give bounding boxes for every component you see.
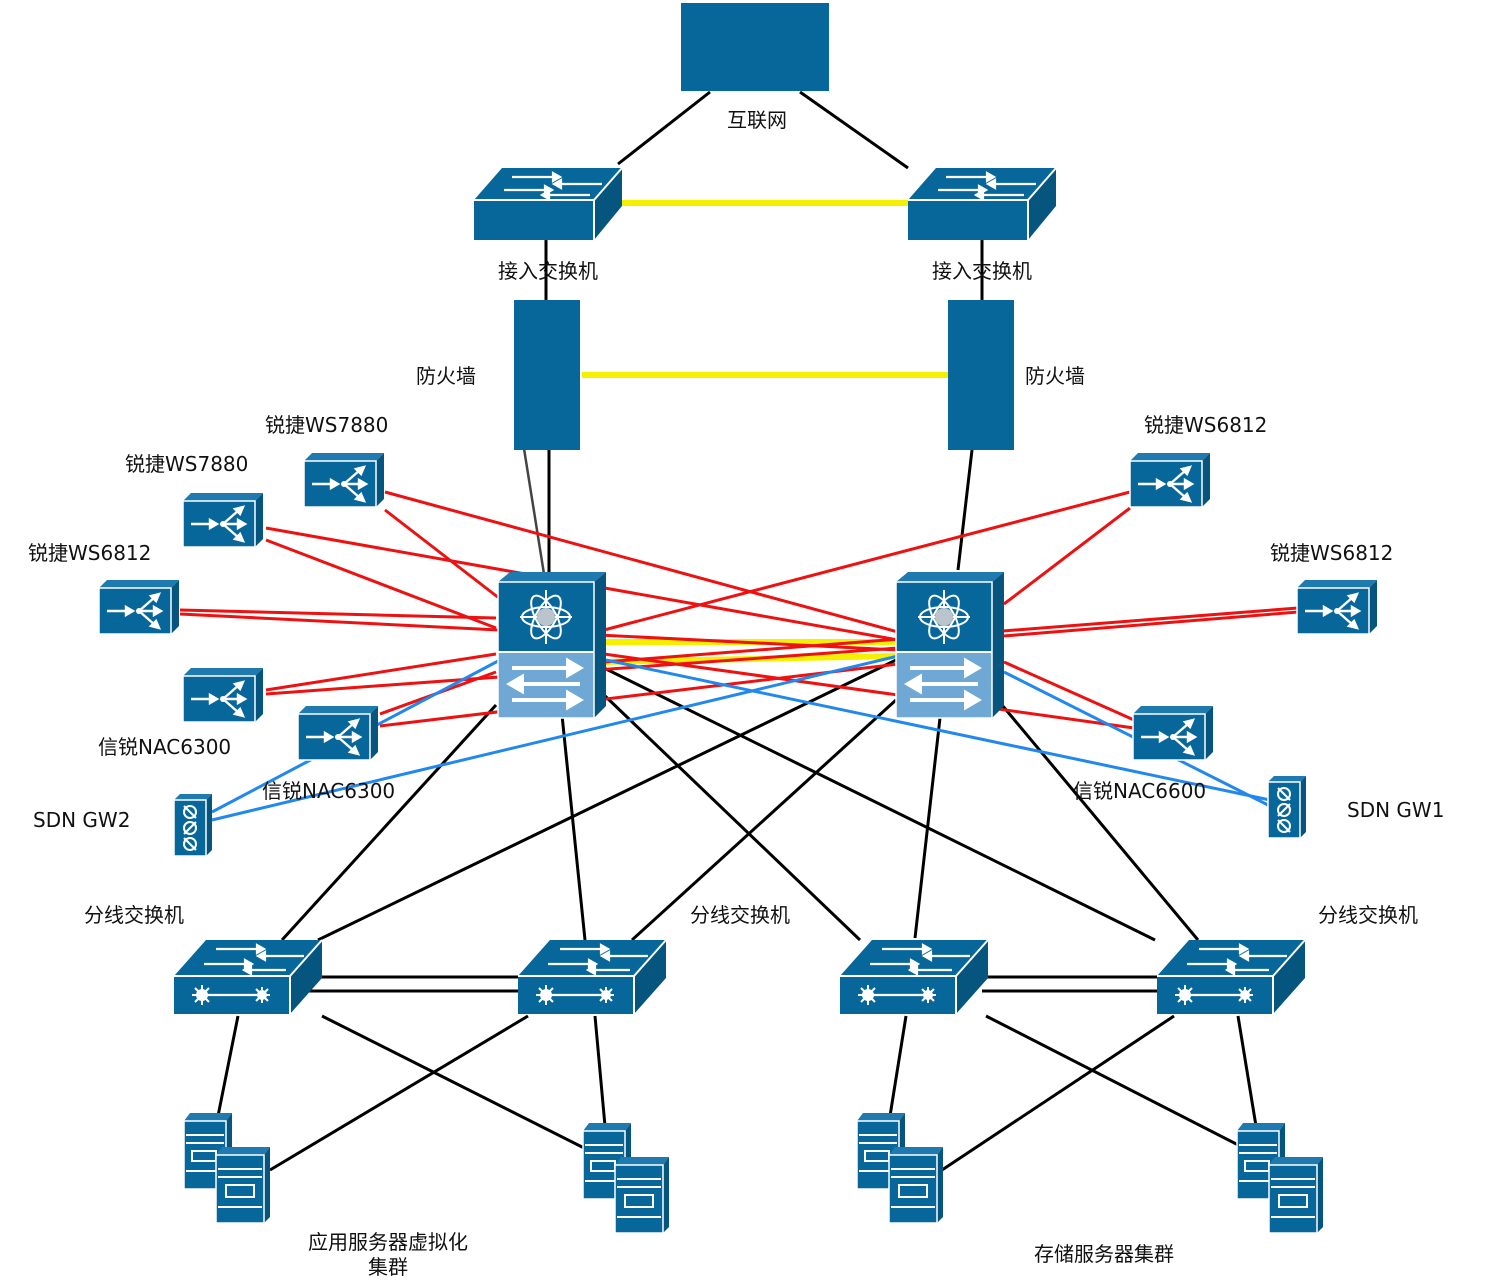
ruijie-ws7880-b-icon [181,491,265,549]
nac6300-a-icon [181,666,265,724]
dist-switch-3-label: 分线交换机 [1318,903,1418,927]
server-pair-1-icon [183,1112,271,1224]
ruijie-ws6812-left-label: 锐捷WS6812 [28,541,152,565]
nac6300-b-label: 信锐NAC6300 [262,779,396,803]
sdn-gw2-label: SDN GW2 [33,808,131,832]
nac6300-b-icon [296,704,380,762]
nac6600-icon [1131,704,1215,762]
dist-switch-2-label: 分线交换机 [690,903,790,927]
cluster-storage-label: 存储服务器集群 [1034,1242,1174,1266]
sdn-gw2-icon [173,793,213,857]
dist-switch-2-icon [516,938,668,1016]
firewall-right-label: 防火墙 [1025,364,1085,388]
dist-switch-3-icon [838,938,990,1016]
ruijie-ws6812-right-label: 锐捷WS6812 [1270,541,1394,565]
nac6300-a-label: 信锐NAC6300 [98,735,232,759]
dark-gray-link [520,435,546,575]
black-links [216,90,1258,1172]
server-pair-2-icon [582,1122,670,1234]
access-switch-right-icon [906,166,1058,242]
dist-switch-1-icon [172,938,324,1016]
server-pair-4-icon [1236,1122,1324,1234]
dist-switch-1-label: 分线交换机 [84,903,184,927]
ruijie-ws6812-right-top-icon [1128,451,1212,509]
server-pair-3-icon [856,1112,944,1224]
firewall-left-icon [514,300,580,450]
core-switch-left-icon [496,570,608,720]
ruijie-ws7880-a-icon [302,451,386,509]
ruijie-ws7880-a-label: 锐捷WS7880 [265,413,389,437]
ruijie-ws6812-right-icon [1295,578,1379,636]
internet-block [681,3,829,91]
internet-label: 互联网 [727,108,787,132]
access-switch-left-label: 接入交换机 [498,259,598,283]
ruijie-ws7880-b-label: 锐捷WS7880 [125,452,249,476]
cluster-app-label: 应用服务器虚拟化集群 [308,1230,468,1279]
core-switch-right-icon [894,570,1006,720]
access-switch-left-icon [472,166,624,242]
access-switch-right-label: 接入交换机 [932,259,1032,283]
sdn-gw1-icon [1267,775,1307,839]
ruijie-ws6812-right-top-label: 锐捷WS6812 [1144,413,1268,437]
firewall-left-label: 防火墙 [416,364,476,388]
ruijie-ws6812-left-icon [97,578,181,636]
nac6600-label: 信锐NAC6600 [1073,779,1207,803]
dist-switch-4-icon [1155,938,1307,1016]
firewall-right-icon [948,300,1014,450]
sdn-gw1-label: SDN GW1 [1347,798,1445,822]
